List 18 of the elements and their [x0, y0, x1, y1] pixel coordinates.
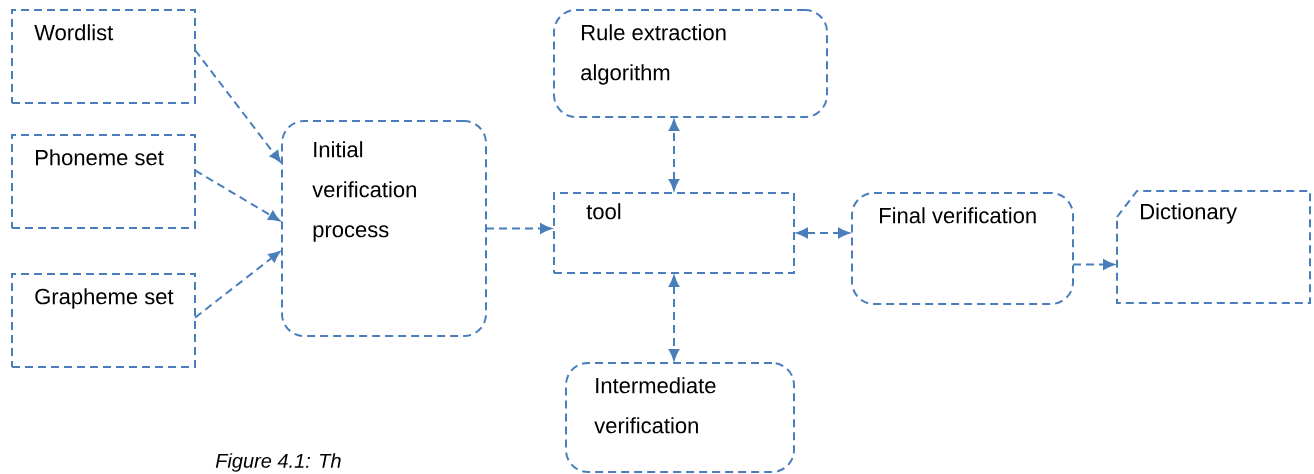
- arrow: [194, 169, 280, 222]
- rounded-box: Rule extraction algorithm: [553, 9, 828, 118]
- process-box: Grapheme set: [11, 273, 196, 368]
- arrow: [1072, 259, 1115, 270]
- rounded-box: Final verification: [851, 192, 1074, 305]
- process-box: Wordlist: [11, 9, 196, 104]
- document-box: Dictionary: [1116, 190, 1311, 304]
- rounded-box: Initial verification process: [281, 120, 487, 337]
- process-box: Phoneme set: [11, 134, 196, 229]
- process-box: tool: [553, 192, 795, 274]
- arrow: [194, 251, 281, 319]
- caption: Figure 4.1: Th: [215, 453, 341, 472]
- arrow: [194, 49, 281, 163]
- arrow: [668, 119, 680, 191]
- arrow: [796, 227, 850, 239]
- rounded-box: Intermediate verification: [565, 362, 795, 473]
- arrow: [485, 223, 552, 234]
- arrow: [668, 275, 680, 361]
